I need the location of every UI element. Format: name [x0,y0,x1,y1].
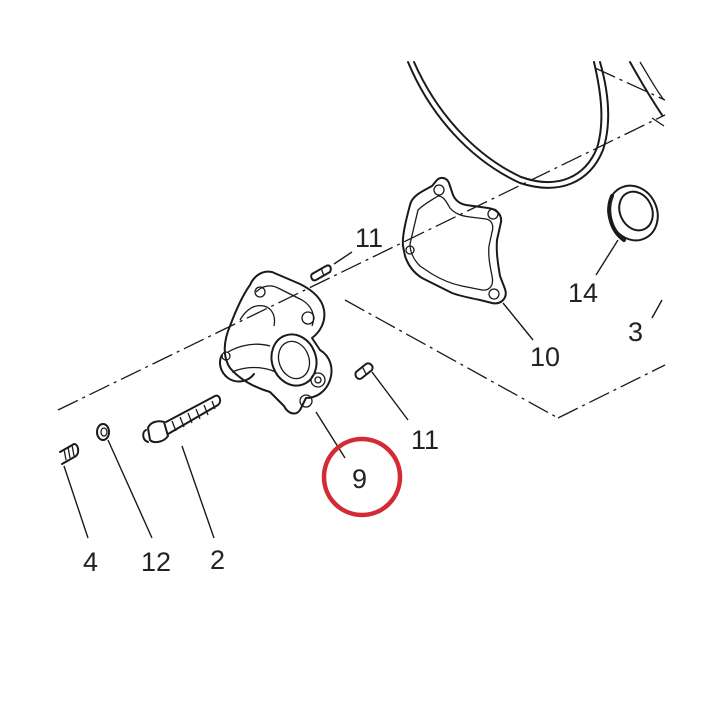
cover-o-ring [407,61,610,189]
label-part-3: 3 [628,317,643,347]
label-part-11-lower: 11 [411,425,439,455]
oil-seal [607,184,659,242]
flange-bolt [142,394,222,444]
dowel-pin-upper [310,264,332,282]
engine-case-fragment [629,61,665,127]
label-part-10: 10 [530,342,560,372]
dowel-pin-lower [354,362,374,380]
pump-gasket [401,176,507,305]
leader-lines [63,239,663,539]
highlight-circle [321,436,403,518]
assembly-axis-lines [57,67,666,419]
label-part-2: 2 [210,545,225,575]
label-part-11-upper: 11 [355,223,383,253]
label-part-12: 12 [141,547,171,577]
label-part-4: 4 [83,547,98,577]
stud-bolt [59,443,80,465]
water-pump-cover [219,270,333,415]
label-part-14: 14 [568,278,598,308]
label-part-9: 9 [352,464,367,494]
sealing-washer [96,423,110,441]
